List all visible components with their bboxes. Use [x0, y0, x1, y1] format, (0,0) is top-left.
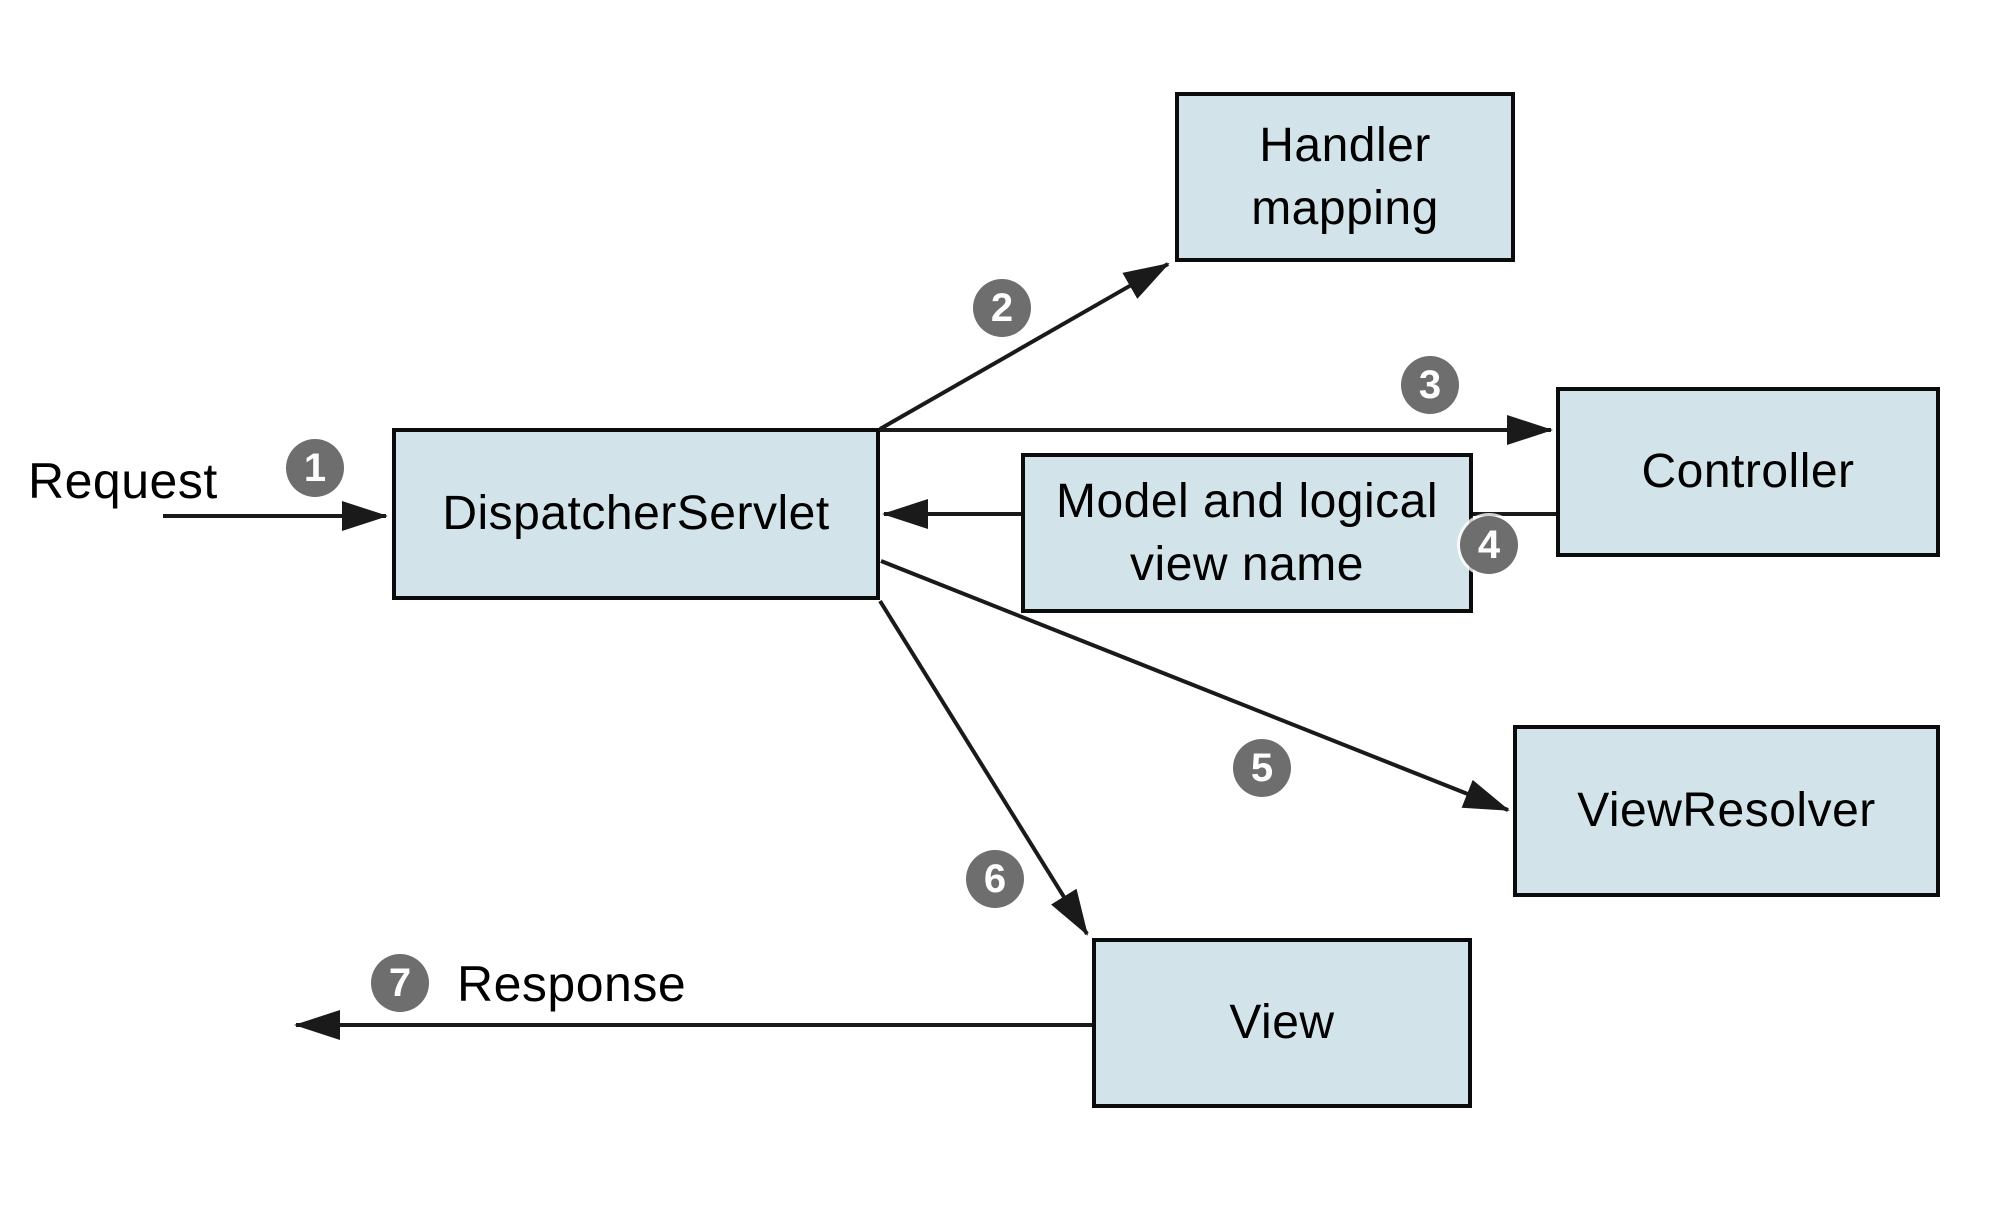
node-model-and-logical-view-name-label: Model and logical view name — [1055, 474, 1439, 591]
step-badge-4: 4 — [1460, 516, 1518, 574]
arrow-2-dispatcherservlet-to-handler-mapping — [879, 262, 1170, 431]
step-badge-2: 2 — [973, 279, 1031, 337]
node-view: View — [1092, 938, 1472, 1108]
node-controller-label: Controller — [1641, 445, 1855, 499]
arrow-6-dispatcherservlet-to-view — [878, 599, 1089, 936]
node-controller: Controller — [1556, 387, 1940, 557]
node-dispatcher-servlet-label: DispatcherServlet — [442, 487, 830, 541]
step-badge-5: 5 — [1233, 739, 1291, 797]
step-badge-1: 1 — [286, 439, 344, 497]
step-badge-6: 6 — [966, 850, 1024, 908]
step-badge-7: 7 — [371, 954, 429, 1012]
request-label: Request — [28, 453, 218, 509]
node-view-resolver-label: ViewResolver — [1577, 784, 1876, 838]
step-badge-3: 3 — [1401, 356, 1459, 414]
response-label: Response — [457, 956, 687, 1012]
node-handler-mapping: Handler mapping — [1175, 92, 1515, 262]
node-view-resolver: ViewResolver — [1513, 725, 1940, 897]
node-view-label: View — [1229, 996, 1335, 1050]
node-dispatcher-servlet: DispatcherServlet — [392, 428, 880, 600]
arrow-5-dispatcherservlet-to-viewresolver — [880, 559, 1510, 812]
node-handler-mapping-label: Handler mapping — [1251, 118, 1439, 235]
node-model-and-logical-view-name: Model and logical view name — [1021, 453, 1473, 613]
